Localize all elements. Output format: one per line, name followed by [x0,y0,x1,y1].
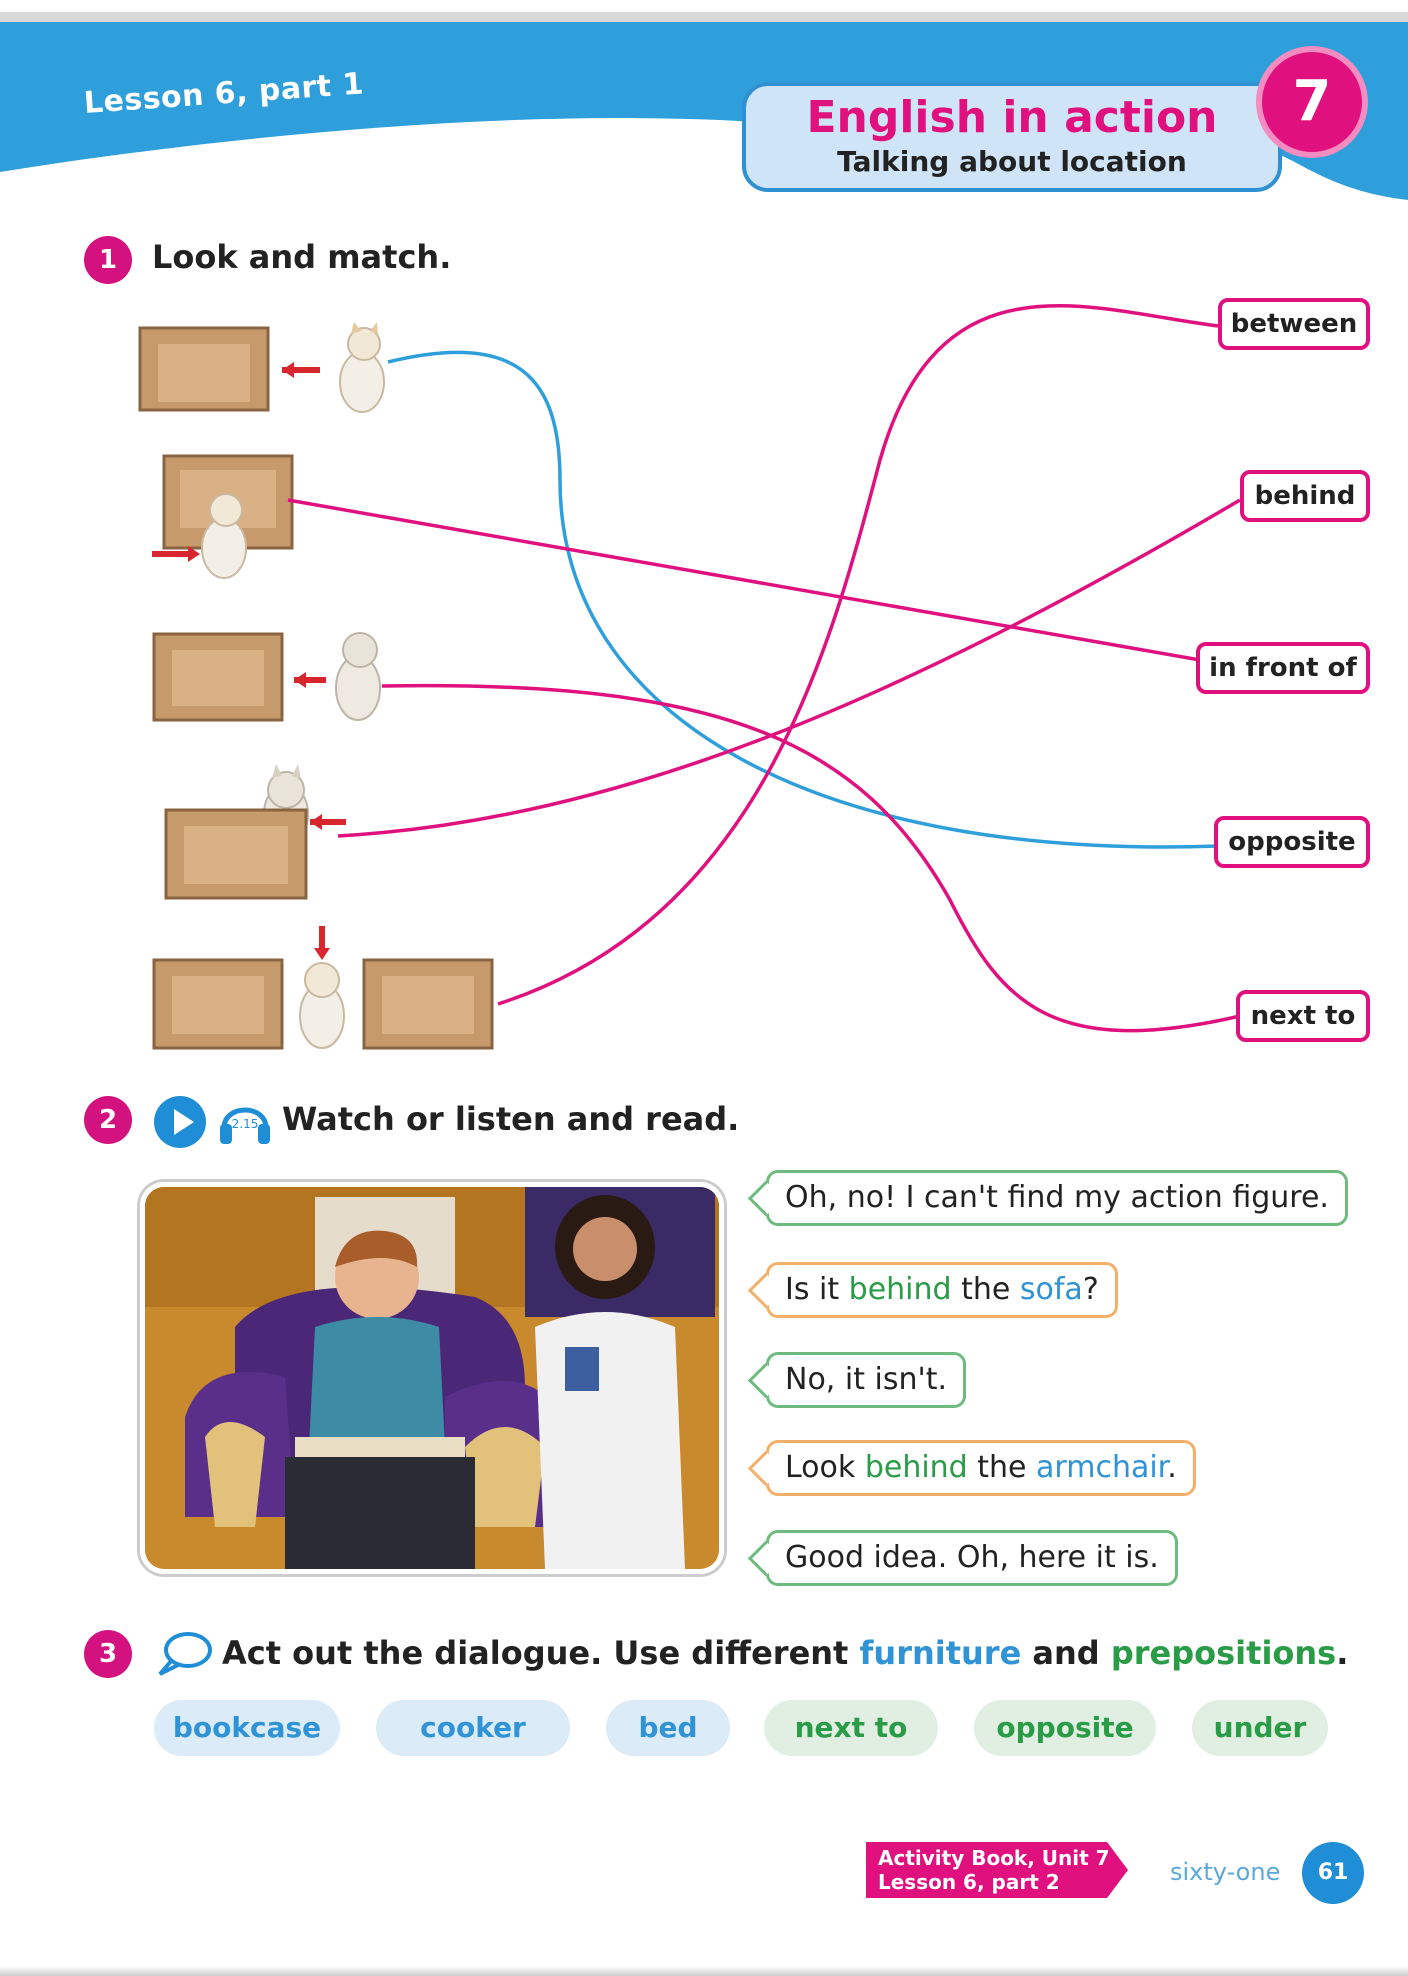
cat-behind-box-picture [164,764,346,900]
dialogue-photo [140,1182,724,1574]
cat-opposite-box-picture [152,632,381,722]
unit-number-badge: 7 [1262,52,1362,152]
word-next-to[interactable]: next to [1236,990,1370,1042]
preposition-chip-opposite: opposite [974,1700,1156,1756]
furniture-chip-bed: bed [606,1700,730,1756]
speech-bubble-icon [158,1632,212,1676]
dialogue-line-4: Look behind the armchair. [766,1440,1196,1496]
page-edge [0,1966,1408,1976]
cat-between-boxes-picture [152,926,494,1050]
dialogue-line-1: Oh, no! I can't find my action figure. [766,1170,1348,1226]
furniture-chip-bookcase: bookcase [154,1700,340,1756]
exercise-3-number: 3 [84,1630,132,1678]
word-in-front-of[interactable]: in front of [1196,642,1370,694]
exercise-2-instruction: Watch or listen and read. [282,1100,740,1138]
cat-next-to-box-picture [138,322,385,413]
keyword-behind: behind [848,1272,952,1307]
exercise-3-instruction: Act out the dialogue. Use different furn… [222,1634,1349,1672]
cat-in-front-of-box-picture [152,454,294,579]
exercise-1-instruction: Look and match. [152,238,452,276]
keyword-behind: behind [864,1450,968,1485]
exercise-1-number: 1 [84,236,132,284]
audio-track-icon[interactable]: 2.15 [216,1094,274,1150]
page-number-word: sixty-one [1170,1858,1281,1886]
keyword-furniture: furniture [859,1634,1022,1672]
preposition-chip-under: under [1192,1700,1328,1756]
keyword-prepositions: prepositions [1110,1634,1337,1672]
matching-lines [287,304,1241,1033]
furniture-chip-cooker: cooker [376,1700,570,1756]
word-between[interactable]: between [1218,298,1370,350]
exercise-2-number: 2 [84,1096,132,1144]
page-number: 61 [1302,1842,1364,1904]
dialogue-line-5: Good idea. Oh, here it is. [766,1530,1178,1586]
dialogue-line-3: No, it isn't. [766,1352,967,1408]
section-subtitle: Talking about location [837,145,1187,178]
section-title-box: English in action Talking about location [742,82,1282,192]
section-title: English in action [806,92,1218,143]
preposition-chip-next-to: next to [764,1700,938,1756]
keyword-sofa: sofa [1019,1272,1083,1307]
audio-track-number: 2.15 [232,1117,259,1131]
header-band [0,12,1408,200]
play-video-icon[interactable] [154,1096,206,1148]
keyword-armchair: armchair [1036,1450,1168,1485]
word-opposite[interactable]: opposite [1214,816,1370,868]
activity-book-reference: Activity Book, Unit 7 Lesson 6, part 2 [866,1842,1128,1898]
dialogue-line-2: Is it behind the sofa? [766,1262,1118,1318]
word-behind[interactable]: behind [1240,470,1370,522]
